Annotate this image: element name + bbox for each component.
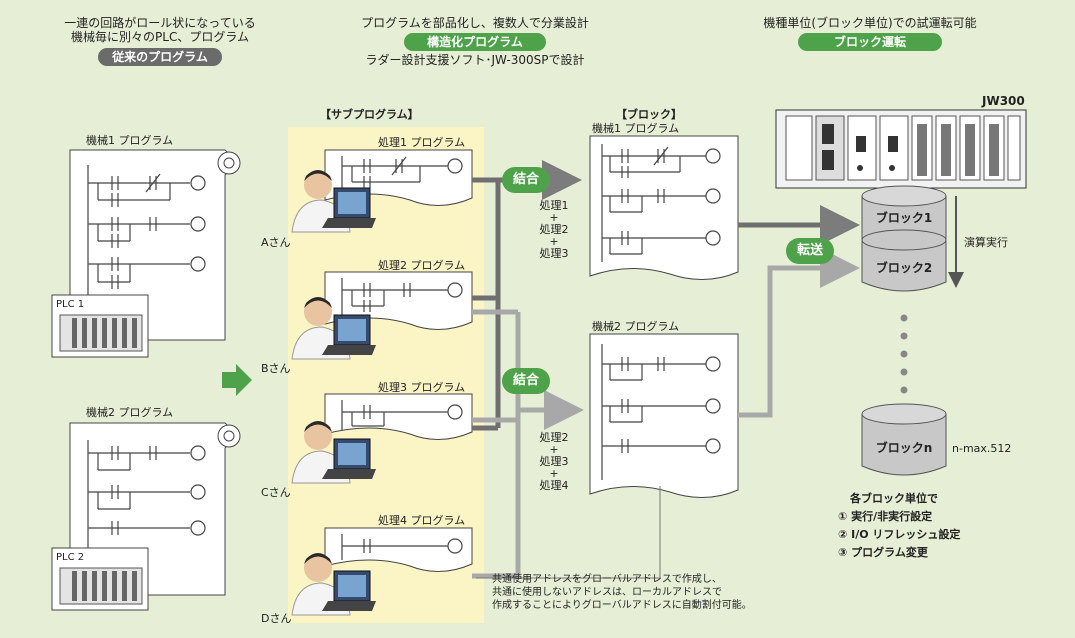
legacy-scroll-2: [51, 422, 241, 611]
combine-badge-2: 結合: [502, 368, 550, 394]
plc-rack: [775, 109, 1027, 189]
compose2-d: +: [549, 467, 559, 480]
p4-label: 処理4 プログラム: [378, 514, 466, 527]
subprogram-title: 【サブプログラム】: [320, 108, 419, 121]
structured-pill: 構造化プログラム: [404, 33, 546, 51]
combine-badge-1: 結合: [502, 167, 550, 193]
features-title: 各ブロック単位で: [850, 492, 938, 505]
compose2-e: 処理4: [539, 479, 569, 492]
p1-label: 処理1 プログラム: [378, 136, 466, 149]
plc2-label: PLC 2: [56, 552, 85, 563]
block-title: 【ブロック】: [616, 108, 682, 121]
note-line3: 作成することによりグローバルアドレスに自動割付可能。: [492, 600, 752, 611]
header-left-line2: 機械毎に別々のPLC、プログラム: [71, 30, 249, 44]
compose1-a: 処理1: [539, 199, 569, 212]
person-d-label: Dさん: [261, 612, 292, 625]
note-line1: 共通使用アドレスをグローバルアドレスで作成し、: [492, 574, 722, 585]
exec-label: 演算実行: [964, 236, 1008, 249]
cylinder-n: [861, 403, 947, 476]
sheet-p3: [324, 393, 473, 441]
compose1-c: 処理2: [539, 223, 569, 236]
compose2-b: +: [549, 443, 559, 456]
compose1-e: 処理3: [539, 247, 569, 260]
header-mid-line1: プログラムを部品化し、複数人で分業設計: [361, 16, 589, 30]
cylinder-stack: [861, 185, 947, 292]
block1-label: ブロック1: [875, 211, 933, 225]
nmax-label: n-max.512: [952, 442, 1012, 455]
legacy-scroll-1: [51, 149, 241, 358]
legacy-machine1-label: 機械1 プログラム: [86, 134, 174, 147]
compose2-c: 処理3: [539, 455, 569, 468]
note-line2: 共通に使用しないアドレスは、ローカルアドレスで: [492, 587, 722, 598]
feature-2: ② I/O リフレッシュ設定: [838, 528, 961, 541]
person-b-icon: [291, 297, 376, 360]
block-machine1-label: 機械1 プログラム: [592, 122, 680, 135]
legacy-pill: 従来のプログラム: [98, 48, 222, 66]
feature-1: ① 実行/非実行設定: [838, 510, 933, 523]
header-mid-line2: ラダー設計支援ソフト･JW-300SPで設計: [365, 53, 585, 67]
block-run-pill: ブロック運転: [798, 33, 942, 51]
blockn-label: ブロックn: [875, 441, 933, 455]
p2-label: 処理2 プログラム: [378, 259, 466, 272]
legacy-machine2-label: 機械2 プログラム: [86, 406, 174, 419]
green-arrow-icon: [222, 364, 252, 396]
person-a-icon: [291, 170, 376, 233]
person-b-label: Bさん: [261, 362, 291, 375]
plc-name: JW300: [982, 94, 1025, 108]
compose1-b: +: [549, 211, 559, 224]
person-c-label: Cさん: [261, 486, 291, 499]
block-machine2-label: 機械2 プログラム: [592, 320, 680, 333]
compose1-d: +: [549, 235, 559, 248]
transfer-badge: 転送: [786, 238, 834, 264]
block2-label: ブロック2: [875, 261, 933, 275]
person-d-icon: [291, 553, 376, 616]
person-a-label: Aさん: [261, 236, 291, 249]
p3-label: 処理3 プログラム: [378, 381, 466, 394]
person-c-icon: [291, 421, 376, 484]
sheet-p4: [324, 527, 473, 573]
plc1-label: PLC 1: [56, 299, 85, 310]
block-sheet-2: [589, 333, 739, 499]
header-left-line1: 一連の回路がロール状になっている: [64, 16, 256, 30]
compose2-a: 処理2: [539, 431, 569, 444]
feature-3: ③ プログラム変更: [838, 546, 928, 559]
header-right-line1: 機種単位(ブロック単位)での試運転可能: [763, 16, 977, 30]
ellipsis-dots: [900, 314, 908, 394]
